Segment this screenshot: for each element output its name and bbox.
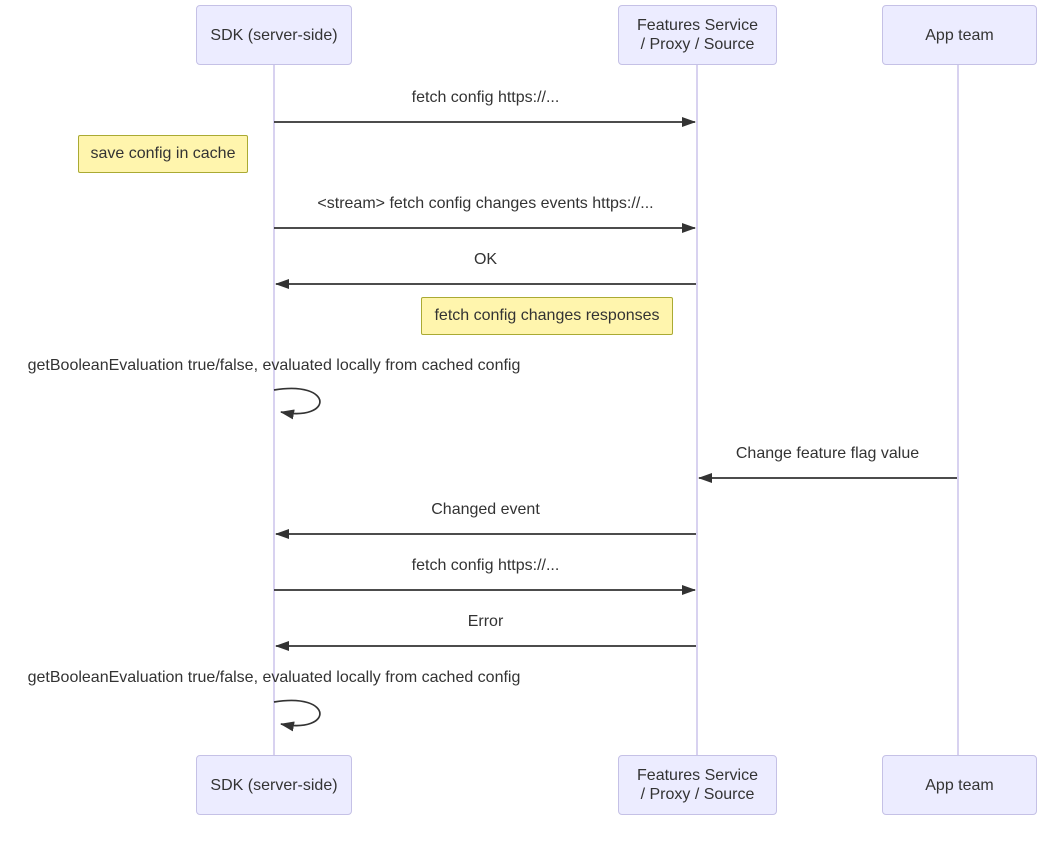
message-label-fetch-config-1: fetch config https://... <box>411 89 560 106</box>
actor-top-features-service: Features Service / Proxy / Source <box>618 5 777 65</box>
actor-label-line2: / Proxy / Source <box>640 786 755 803</box>
actor-label: App team <box>925 26 994 44</box>
message-label-error: Error <box>467 613 504 630</box>
actor-bottom-app-team: App team <box>882 755 1037 815</box>
actor-bottom-features-service: Features Service / Proxy / Source <box>618 755 777 815</box>
message-label-stream-fetch: <stream> fetch config changes events htt… <box>317 195 654 212</box>
self-message-arrow-1 <box>273 387 321 420</box>
actor-label-line2: / Proxy / Source <box>640 36 755 53</box>
lifeline-features-service <box>696 65 698 755</box>
actor-top-sdk: SDK (server-side) <box>196 5 352 65</box>
actor-label: SDK (server-side) <box>210 776 338 794</box>
actor-bottom-sdk: SDK (server-side) <box>196 755 352 815</box>
message-label-ok: OK <box>473 251 498 268</box>
self-message-arrow-2 <box>273 699 321 732</box>
lifeline-app-team <box>957 65 959 755</box>
actor-label: App team <box>925 776 994 794</box>
actor-label: SDK (server-side) <box>210 26 338 44</box>
actor-top-app-team: App team <box>882 5 1037 65</box>
message-label-change-flag: Change feature flag value <box>735 445 920 462</box>
message-label-fetch-config-2: fetch config https://... <box>411 557 560 574</box>
actor-label-line1: Features Service <box>637 17 758 34</box>
lifeline-sdk <box>273 65 275 755</box>
actor-label-line1: Features Service <box>637 767 758 784</box>
message-label-get-boolean-evaluation-1: getBooleanEvaluation true/false, evaluat… <box>27 357 521 374</box>
note-fetch-config-changes-responses: fetch config changes responses <box>421 297 673 335</box>
note-save-config-in-cache: save config in cache <box>78 135 248 173</box>
message-label-changed-event: Changed event <box>431 501 540 518</box>
message-label-get-boolean-evaluation-2: getBooleanEvaluation true/false, evaluat… <box>27 669 521 686</box>
